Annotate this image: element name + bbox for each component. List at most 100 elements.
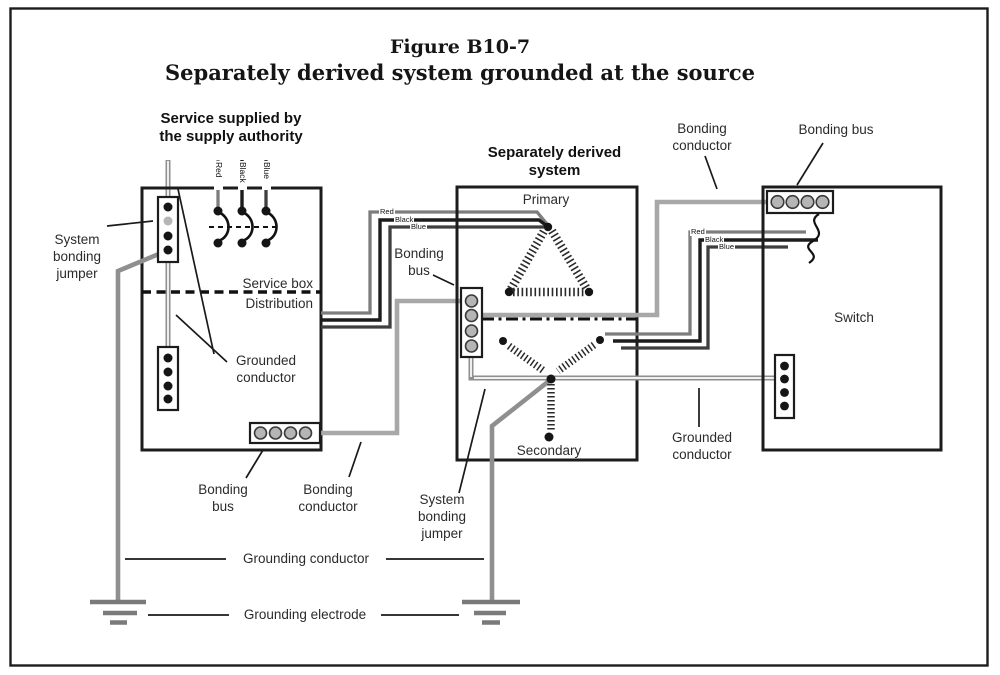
delta-node [543, 222, 553, 232]
label-service-box: Service box [242, 276, 313, 291]
label-secondary: Secondary [516, 443, 582, 458]
terminal-dot [163, 394, 173, 404]
feeder-black-wire [321, 218, 549, 322]
label-primary: Primary [522, 192, 570, 207]
leader-bonding-bus-right [796, 142, 824, 186]
bonding-conductor-right-wire [473, 199, 776, 318]
bus-lug [283, 426, 298, 440]
wire-tag-blue-secondary: Blue [718, 242, 736, 251]
switch-dot [237, 206, 247, 216]
wire-tag-black-secondary: Black [704, 235, 725, 244]
neutral-block-upper [156, 195, 180, 264]
secondary-feeder [605, 230, 818, 350]
label-grounding-electrode: Grounding electrode [229, 606, 381, 623]
wye-node [596, 336, 604, 344]
leader-system-bonding-jumper-middle [458, 388, 486, 494]
label-bonding-bus-middle: Bonding bus [394, 246, 444, 278]
bus-lug [800, 194, 815, 210]
grounding-electrode-right [462, 599, 520, 625]
bus-lug [815, 194, 830, 210]
figure-number: Figure B10-7 [389, 36, 531, 58]
label-bonding-conductor-left: Bonding conductor [298, 482, 358, 514]
switch-dot [237, 238, 247, 248]
label-switch: Switch [834, 310, 874, 325]
grounding-conductor-left-wire [115, 248, 167, 601]
wire-tag-black-feeder: Black [394, 215, 415, 224]
leader-bonding-bus-middle [432, 274, 455, 286]
feeder-wires [321, 210, 549, 329]
bus-lug [464, 294, 479, 308]
bus-lug [253, 426, 268, 440]
feeder-blue-wire [321, 225, 544, 329]
wire-tag-red-secondary: Red [690, 227, 706, 236]
sds-box-outline [455, 185, 639, 462]
wire-tag-red-feeder: Red [379, 207, 395, 216]
leader-system-bonding-jumper-left [106, 220, 154, 227]
page-border [9, 7, 989, 667]
bus-lug [770, 194, 785, 210]
feeder-red-wire [321, 210, 549, 315]
secondary-blue-wire [621, 245, 788, 350]
terminal-dot [163, 381, 173, 391]
bus-lug [785, 194, 800, 210]
leader-grounded-conductor-lower [175, 314, 228, 363]
wye-node [499, 337, 507, 345]
delta-winding-right [548, 228, 591, 292]
terminal-dot [163, 367, 173, 377]
leader-bonding-conductor-left [348, 441, 362, 478]
terminal-dot [163, 231, 173, 241]
switch-dot [261, 206, 271, 216]
label-grounding-conductor: Grounding conductor [226, 550, 386, 567]
label-bonding-bus-right: Bonding bus [798, 122, 874, 137]
terminal-dot [780, 401, 789, 411]
label-distribution: Distribution [245, 296, 313, 311]
neutral-block-lower [156, 345, 180, 412]
terminal-dot [780, 374, 789, 384]
secondary-black-wire [613, 238, 818, 343]
wire-tag-black-vertical: Black [238, 161, 248, 190]
switch-box-outline [761, 185, 943, 452]
delta-node [504, 287, 514, 297]
wye-winding-left [506, 342, 547, 375]
label-system-bonding-jumper-left: System bonding jumper [52, 232, 102, 281]
bus-lug [464, 308, 479, 323]
system-bonding-jumper-wire [489, 379, 551, 601]
wire-slack-squiggle [807, 213, 820, 264]
grounded-conductor-core [470, 354, 781, 379]
wire-tag-blue-feeder: Blue [410, 222, 428, 231]
heading-sds: Separately derived system [487, 144, 622, 179]
label-bonding-conductor-right: Bonding conductor [672, 121, 732, 153]
wye-neutral-node [546, 374, 556, 384]
jumper-terminal-dot [163, 216, 173, 226]
delta-winding-left [507, 228, 548, 292]
bus-lug [464, 339, 479, 353]
wire-tag-blue-vertical: Blue [262, 161, 272, 190]
wire-tag-red-vertical: Red [214, 161, 224, 190]
label-grounded-conductor-left: Grounded conductor [235, 353, 297, 385]
neutral-block-switch [773, 353, 796, 420]
leader-grounded-conductor-upper [177, 188, 215, 355]
bonding-bus-right [765, 189, 835, 215]
label-grounded-conductor-right: Grounded conductor [671, 430, 733, 462]
bonding-conductor-left-wire [307, 298, 471, 436]
bus-lug [268, 426, 283, 440]
leader-bonding-bus-left [245, 449, 264, 479]
terminal-dot [780, 361, 789, 371]
grounding-electrode-left [90, 599, 146, 625]
wye-node [544, 432, 554, 442]
terminal-dot [163, 202, 173, 212]
label-system-bonding-jumper-middle: System bonding jumper [417, 492, 467, 541]
label-bonding-bus-left: Bonding bus [198, 482, 248, 514]
switch-panel [761, 185, 943, 452]
terminal-dot [163, 245, 173, 255]
secondary-red-wire [605, 230, 806, 336]
terminal-dot [780, 388, 789, 397]
transformer-panel [455, 185, 783, 601]
heading-service: Service supplied by the supply authority [159, 110, 303, 145]
wye-winding-right [555, 341, 597, 375]
switch-dot [213, 206, 223, 216]
bus-lug [464, 324, 479, 338]
terminal-dot [163, 353, 173, 363]
switch-dot [261, 238, 271, 248]
